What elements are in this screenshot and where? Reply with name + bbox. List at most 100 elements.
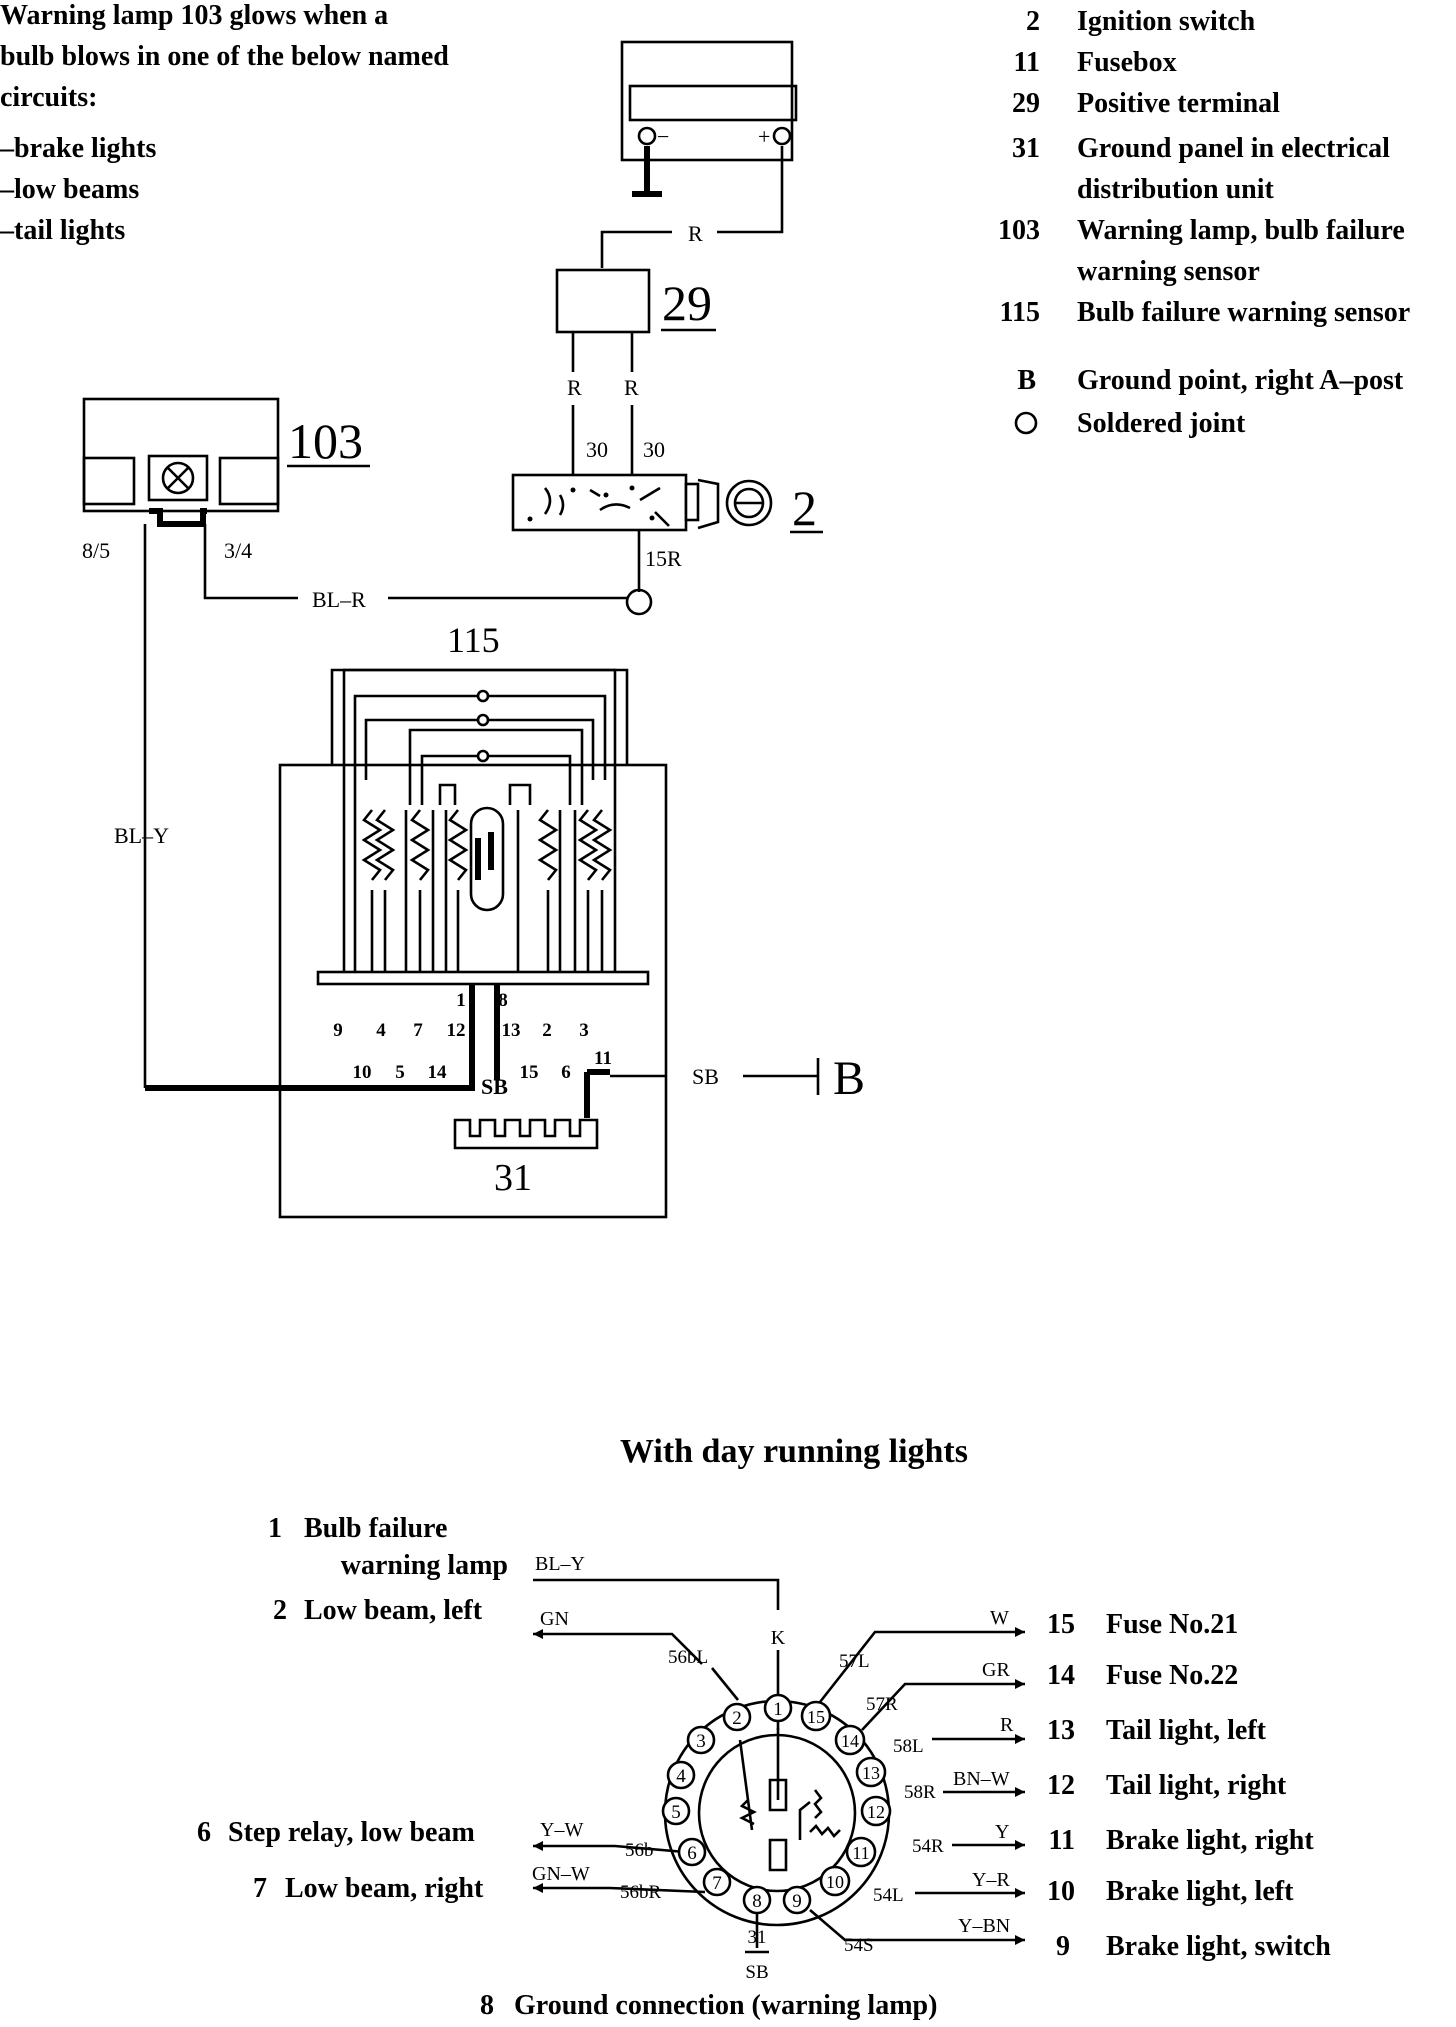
legend-text: Ground panel in electrical (1077, 133, 1390, 164)
legend-num: 115 (1000, 297, 1040, 328)
term-code: 54L (873, 1885, 904, 1906)
term-code: 58L (893, 1736, 924, 1757)
pin-num: 12 (1047, 1770, 1075, 1801)
pin-label: 8 (498, 990, 508, 1011)
soldered-joint (625, 588, 653, 616)
wire-label-sb: SB (692, 1064, 719, 1089)
pin-desc: Fuse No.21 (1106, 1609, 1238, 1640)
positive-terminal-29: 29 R R (555, 268, 716, 480)
battery-negative-terminal (637, 126, 657, 146)
wire-code: GN (540, 1608, 569, 1630)
label-2: 2 (792, 480, 817, 536)
wire-code: Y–R (972, 1869, 1010, 1891)
svg-text:9: 9 (792, 1891, 802, 1912)
note-line: –low beams (0, 174, 139, 205)
pin-desc: Fuse No.22 (1106, 1660, 1238, 1691)
pin-label: 5 (395, 1062, 405, 1083)
wire-code: Y (995, 1821, 1009, 1843)
legend-num: 103 (998, 215, 1040, 246)
pin-desc: Ground connection (warning lamp) (514, 1990, 937, 2021)
pin-num: 2 (273, 1595, 287, 1626)
pin-num: 10 (1047, 1876, 1075, 1907)
wire-code: GN–W (532, 1863, 590, 1885)
connector-pin: 1 2 3 4 5 6 7 8 9 10 11 12 13 1 (661, 1693, 892, 1915)
legend-text: Soldered joint (1077, 408, 1246, 439)
note-line: –brake lights (0, 133, 156, 164)
wire-code: W (990, 1607, 1009, 1629)
wire-label-r: R (624, 375, 639, 400)
term-code: 54R (912, 1836, 944, 1857)
pin-desc: warning lamp (341, 1550, 508, 1581)
terminal-8-5: 8/5 (82, 538, 110, 563)
pin-num: 15 (1047, 1609, 1075, 1640)
svg-text:10: 10 (826, 1872, 844, 1892)
terminal-30: 30 (586, 437, 608, 462)
legend-text: Ignition switch (1077, 6, 1256, 37)
label-29: 29 (662, 275, 712, 331)
term-code: 56bR (620, 1882, 662, 1903)
pin-desc: Tail light, right (1106, 1770, 1287, 1801)
sensor-pins-bottom: 10 5 14 15 6 11 (353, 1048, 612, 1083)
ground-panel-31: SB 31 SB B (453, 1052, 865, 1199)
pin-label: 15 (520, 1062, 539, 1083)
terminal-3-4: 3/4 (224, 538, 252, 563)
legend-num: 29 (1012, 88, 1040, 119)
warning-note: Warning lamp 103 glows when a bulb blows… (0, 0, 449, 246)
pin-num: 6 (197, 1817, 211, 1848)
wire-label-sb: SB (481, 1074, 508, 1099)
wire-code: BN–W (953, 1768, 1010, 1790)
pin-label: 11 (594, 1048, 612, 1069)
pin-desc: Low beam, right (285, 1873, 484, 1904)
legend-text: Fusebox (1077, 47, 1177, 78)
note-line: circuits: (0, 82, 97, 113)
footer-label: 8 Ground connection (warning lamp) (480, 1990, 937, 2021)
pin-label: 10 (353, 1062, 372, 1083)
legend-text: Warning lamp, bulb failure (1077, 215, 1405, 246)
gnd-label: 31 (748, 1927, 767, 1948)
bulb-sensor-connector: 1 2 3 4 5 6 7 8 9 10 11 12 13 1 (661, 1693, 892, 1983)
warning-lamp-103: 103 8/5 3/4 BL–R BL–Y (82, 397, 627, 1088)
sensor-pins-top: 9 4 7 12 1 8 13 2 3 (333, 990, 589, 1041)
legend-text: distribution unit (1077, 174, 1275, 205)
pin-label: 14 (428, 1062, 448, 1083)
connector-right-labels: 15 Fuse No.21 14 Fuse No.22 13 Tail ligh… (1047, 1609, 1331, 1962)
battery-positive-terminal (772, 126, 792, 146)
terminal-15r: 15R (645, 546, 682, 571)
bulb-failure-sensor-115: 11 5 (145, 620, 668, 1219)
label-103: 103 (288, 413, 363, 469)
connector-left-labels: 1 Bulb failure warning lamp 2 Low beam, … (197, 1513, 508, 1904)
svg-text:8: 8 (752, 1891, 762, 1912)
term-code: 56bL (668, 1647, 708, 1668)
pin-num: 13 (1047, 1715, 1075, 1746)
term-code: 57R (866, 1694, 898, 1715)
svg-text:11: 11 (852, 1843, 869, 1863)
connector-k: K (771, 1627, 786, 1649)
pin-label: 12 (447, 1020, 466, 1041)
label-115: 115 (447, 620, 500, 660)
connector-right-wires: W 57L GR 57R R 58L BN–W 58R Y 54R Y–R 54… (809, 1607, 1025, 1956)
svg-text:14: 14 (841, 1731, 859, 1751)
battery-minus: − (657, 124, 669, 149)
legend-num: 2 (1026, 6, 1040, 37)
pin-label: 3 (579, 1020, 589, 1041)
legend-num: 11 (1014, 47, 1040, 78)
wire-code: Y–BN (958, 1915, 1010, 1937)
svg-text:3: 3 (696, 1731, 706, 1752)
soldered-joint-symbol (1014, 411, 1038, 435)
pin-num: 11 (1049, 1825, 1075, 1856)
svg-text:1: 1 (773, 1699, 783, 1720)
wire-code: R (1000, 1714, 1014, 1736)
pin-desc: Brake light, left (1106, 1876, 1294, 1907)
pin-label: 6 (561, 1062, 571, 1083)
legend-text: Bulb failure warning sensor (1077, 297, 1410, 328)
component-legend: 2 Ignition switch 11 Fusebox 29 Positive… (998, 6, 1410, 439)
gnd-label: SB (745, 1962, 768, 1983)
pin-label: 13 (502, 1020, 521, 1041)
pin-num: 9 (1056, 1931, 1070, 1962)
svg-text:13: 13 (862, 1763, 880, 1783)
legend-text: Ground point, right A–post (1077, 365, 1404, 396)
note-line: Warning lamp 103 glows when a (0, 0, 388, 31)
wire-label-r: R (688, 221, 703, 246)
